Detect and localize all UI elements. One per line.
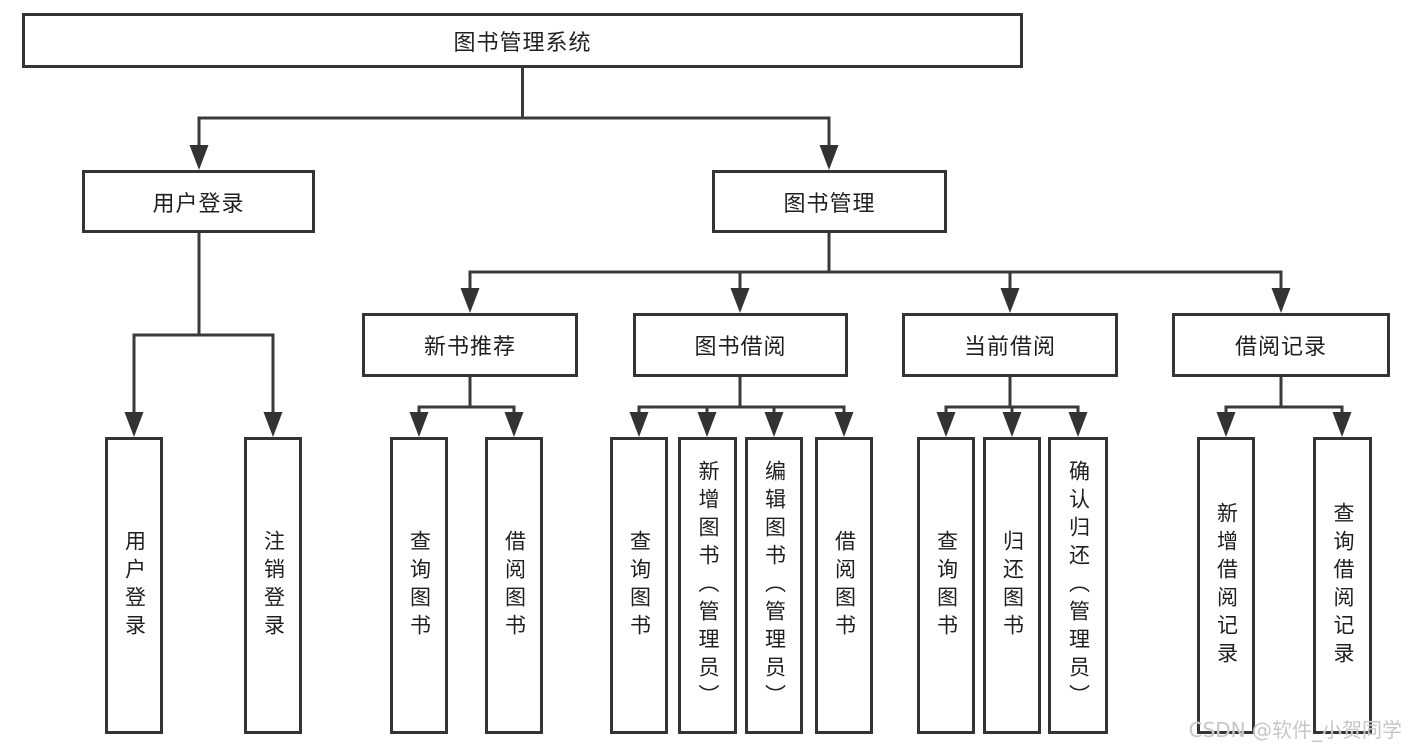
node-book-management-module: 图书管理 bbox=[712, 170, 947, 233]
leaf-confirm-return-admin-label: 确认归还（管理员） bbox=[1066, 459, 1091, 712]
leaf-recommend-borrow-book: 借阅图书 bbox=[485, 437, 543, 734]
node-user-login-module: 用户登录 bbox=[82, 170, 315, 233]
node-book-borrow-label: 图书借阅 bbox=[694, 335, 787, 360]
leaf-add-book-admin: 新增图书（管理员） bbox=[678, 437, 737, 734]
leaf-query-borrow-record: 查询借阅记录 bbox=[1313, 437, 1372, 734]
leaf-recommend-borrow-book-label: 借阅图书 bbox=[502, 529, 527, 642]
node-new-book-recommend-label: 新书推荐 bbox=[423, 335, 516, 360]
connector-lines bbox=[132, 68, 1344, 415]
leaf-query-borrow-record-label: 查询借阅记录 bbox=[1331, 501, 1355, 670]
node-root-system-label: 图书管理系统 bbox=[453, 30, 592, 56]
leaf-borrow-query-book: 查询图书 bbox=[610, 437, 668, 734]
leaf-logout: 注销登录 bbox=[244, 437, 302, 734]
leaf-confirm-return-admin: 确认归还（管理员） bbox=[1048, 437, 1108, 734]
leaf-return-book: 归还图书 bbox=[983, 437, 1041, 734]
node-book-borrow: 图书借阅 bbox=[633, 313, 848, 377]
leaf-edit-book-admin-label: 编辑图书（管理员） bbox=[762, 459, 787, 712]
leaf-add-book-admin-label: 新增图书（管理员） bbox=[696, 459, 720, 712]
arrowheads bbox=[124, 145, 1352, 437]
leaf-current-query-book-label: 查询图书 bbox=[934, 529, 959, 642]
node-borrow-records: 借阅记录 bbox=[1172, 313, 1390, 377]
watermark: CSDN @软件_小贺同学 bbox=[1188, 718, 1402, 742]
node-user-login-module-label: 用户登录 bbox=[152, 191, 245, 217]
leaf-borrow-query-book-label: 查询图书 bbox=[627, 529, 652, 642]
leaf-logout-label: 注销登录 bbox=[261, 529, 286, 642]
leaf-edit-book-admin: 编辑图书（管理员） bbox=[745, 437, 803, 734]
leaf-add-borrow-record-label: 新增借阅记录 bbox=[1214, 501, 1239, 670]
node-current-borrow-label: 当前借阅 bbox=[963, 335, 1056, 360]
leaf-recommend-query-book-label: 查询图书 bbox=[407, 529, 432, 642]
node-borrow-records-label: 借阅记录 bbox=[1234, 335, 1327, 360]
leaf-user-login-label: 用户登录 bbox=[122, 529, 147, 642]
leaf-current-query-book: 查询图书 bbox=[917, 437, 975, 734]
node-root-system: 图书管理系统 bbox=[22, 13, 1023, 68]
leaf-return-book-label: 归还图书 bbox=[1000, 529, 1025, 642]
node-new-book-recommend: 新书推荐 bbox=[362, 313, 578, 377]
leaf-borrow-book: 借阅图书 bbox=[815, 437, 873, 734]
leaf-user-login: 用户登录 bbox=[105, 437, 163, 734]
leaf-add-borrow-record: 新增借阅记录 bbox=[1197, 437, 1255, 734]
node-current-borrow: 当前借阅 bbox=[902, 313, 1118, 377]
node-book-management-module-label: 图书管理 bbox=[783, 191, 876, 217]
leaf-recommend-query-book: 查询图书 bbox=[390, 437, 448, 734]
leaf-borrow-book-label: 借阅图书 bbox=[832, 529, 857, 642]
